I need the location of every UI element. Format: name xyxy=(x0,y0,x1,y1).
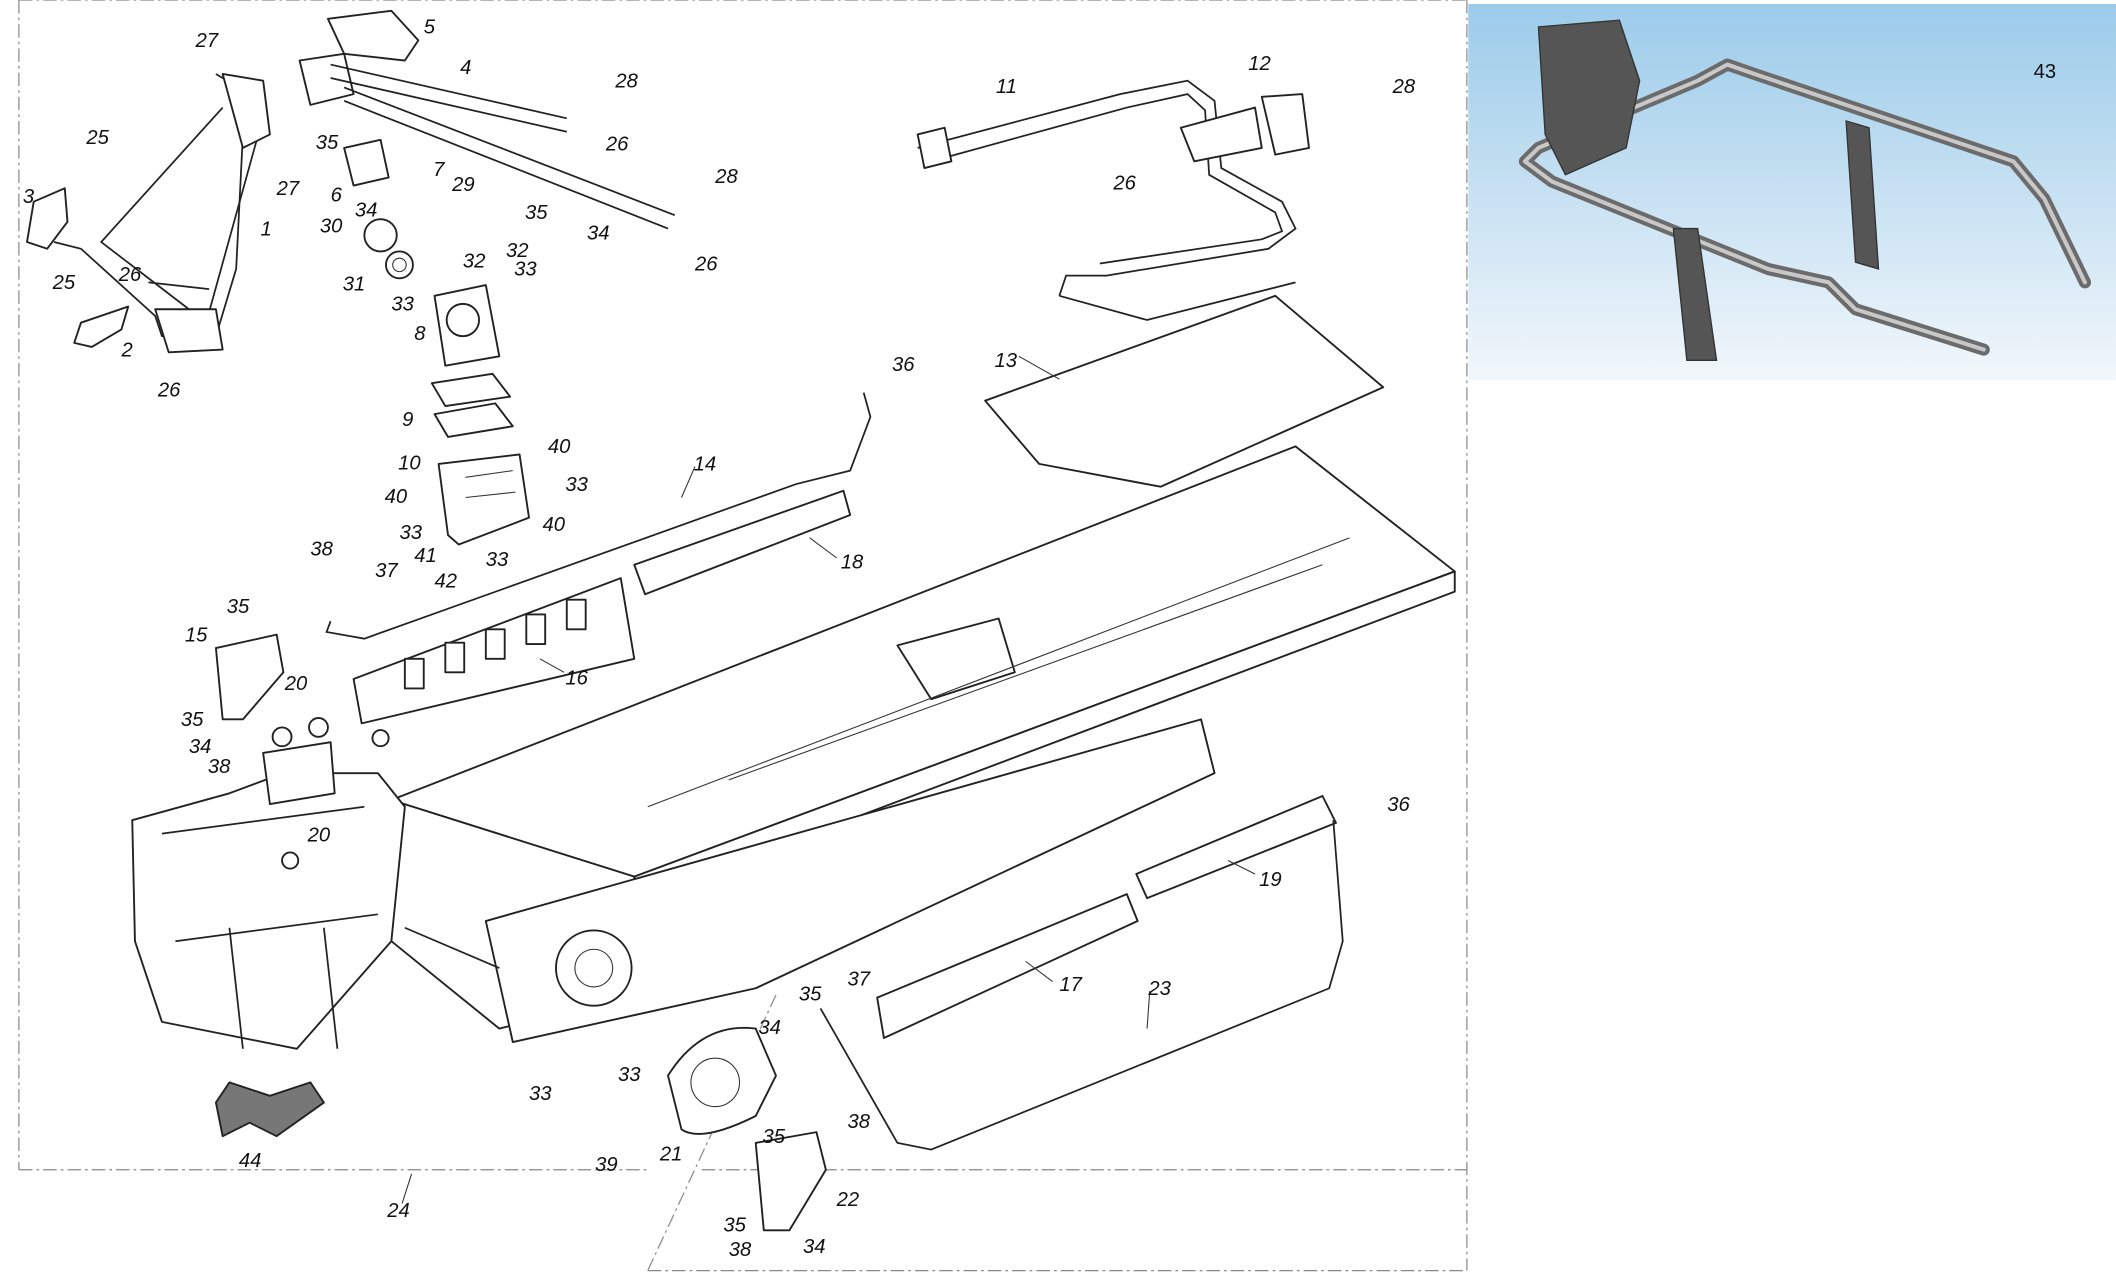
callout: 35 xyxy=(227,596,250,618)
front-frame-part-1 xyxy=(26,73,271,354)
callout: 28 xyxy=(1392,76,1416,98)
callout: 27 xyxy=(276,178,300,200)
callout-labels: 1 2 3 4 5 6 7 8 9 10 11 12 13 14 15 16 1… xyxy=(23,17,2056,1261)
callout: 2 xyxy=(120,339,132,361)
callout: 28 xyxy=(614,70,638,92)
callout: 7 xyxy=(433,159,445,181)
callout: 35 xyxy=(723,1215,746,1237)
rod-part-23 xyxy=(819,820,1344,1151)
inset-callout: 43 xyxy=(2034,61,2057,83)
callout: 34 xyxy=(189,736,212,758)
callout: 13 xyxy=(995,350,1018,372)
callout: 36 xyxy=(892,354,915,376)
flap-part-13 xyxy=(984,294,1385,488)
callout: 10 xyxy=(398,452,421,474)
footrest-cutouts xyxy=(403,598,587,690)
callout: 8 xyxy=(414,323,426,345)
callout: 40 xyxy=(542,514,565,536)
callout: 28 xyxy=(714,166,738,188)
callout: 35 xyxy=(799,983,822,1005)
callout: 36 xyxy=(1387,794,1410,816)
callout: 17 xyxy=(1059,974,1082,996)
callout: 32 xyxy=(463,251,486,273)
callout: 18 xyxy=(841,552,864,574)
callout: 29 xyxy=(451,174,475,196)
callout: 12 xyxy=(1248,53,1271,75)
callout: 5 xyxy=(424,17,436,39)
guard-part-21 xyxy=(667,1026,777,1135)
callout: 31 xyxy=(343,273,366,295)
guard-circle xyxy=(690,1057,741,1108)
callout: 38 xyxy=(310,538,333,560)
rod-part-14 xyxy=(325,392,872,640)
callout: 23 xyxy=(1147,978,1171,1000)
callout: 41 xyxy=(414,545,437,567)
callout: 26 xyxy=(605,134,629,156)
steering-post-parts-8-10 xyxy=(430,284,530,546)
callout: 38 xyxy=(208,756,231,778)
callout: 33 xyxy=(529,1083,552,1105)
callout: 35 xyxy=(181,709,204,731)
callout: 34 xyxy=(803,1236,826,1258)
callout: 33 xyxy=(486,549,509,571)
callout: 37 xyxy=(847,969,870,991)
tunnel-part-24 xyxy=(390,445,1456,1043)
callout: 38 xyxy=(847,1111,870,1133)
callout: 34 xyxy=(355,200,378,222)
callout: 42 xyxy=(435,571,458,593)
callout: 24 xyxy=(386,1200,410,1222)
callout: 1 xyxy=(260,218,271,240)
footrest-part-17 xyxy=(876,893,1139,1039)
callout: 40 xyxy=(385,486,408,508)
callout: 22 xyxy=(836,1189,860,1211)
callout: 34 xyxy=(587,222,610,244)
callout: 30 xyxy=(320,216,343,238)
callout: 3 xyxy=(23,186,35,208)
callout: 26 xyxy=(1112,173,1136,195)
callout: 27 xyxy=(195,30,219,52)
callout: 25 xyxy=(52,272,76,294)
front-chassis xyxy=(131,717,500,1050)
callout: 26 xyxy=(118,264,142,286)
callout: 6 xyxy=(331,185,343,207)
callout: 33 xyxy=(399,522,422,544)
callout: 37 xyxy=(375,560,398,582)
callout: 4 xyxy=(460,57,471,79)
callout: 44 xyxy=(239,1150,262,1172)
callout: 38 xyxy=(729,1239,752,1261)
callout: 14 xyxy=(694,454,717,476)
callout: 35 xyxy=(316,132,339,154)
reinforcement-part-18 xyxy=(633,489,852,596)
callout: 33 xyxy=(565,474,588,496)
step-part-15 xyxy=(214,633,285,721)
callout: 20 xyxy=(307,825,331,847)
reinforcement-part-19 xyxy=(1135,795,1337,900)
callout: 39 xyxy=(595,1154,618,1176)
callout: 26 xyxy=(157,380,181,402)
callout: 32 xyxy=(506,240,529,262)
callout: 15 xyxy=(185,624,208,646)
callout: 19 xyxy=(1259,869,1282,891)
step-part-22 xyxy=(754,1131,827,1232)
callout: 20 xyxy=(284,673,308,695)
bracket-part-44 xyxy=(214,1081,325,1138)
callout: 40 xyxy=(548,436,571,458)
callout: 11 xyxy=(996,76,1017,98)
callout: 33 xyxy=(618,1064,641,1086)
callout: 35 xyxy=(762,1126,785,1148)
callout: 21 xyxy=(659,1143,683,1165)
callout: 26 xyxy=(694,253,718,275)
steering-support-part-4 xyxy=(298,9,676,280)
callout: 34 xyxy=(758,1017,781,1039)
callout: 16 xyxy=(565,667,588,689)
callout: 33 xyxy=(514,259,537,281)
callout: 9 xyxy=(402,409,413,431)
rear-rack-parts-11-12 xyxy=(916,79,1310,321)
callout: 35 xyxy=(525,202,548,224)
inset-roll-bar-43 xyxy=(1468,4,2116,381)
callout: 33 xyxy=(391,294,414,316)
callout: 25 xyxy=(85,127,109,149)
